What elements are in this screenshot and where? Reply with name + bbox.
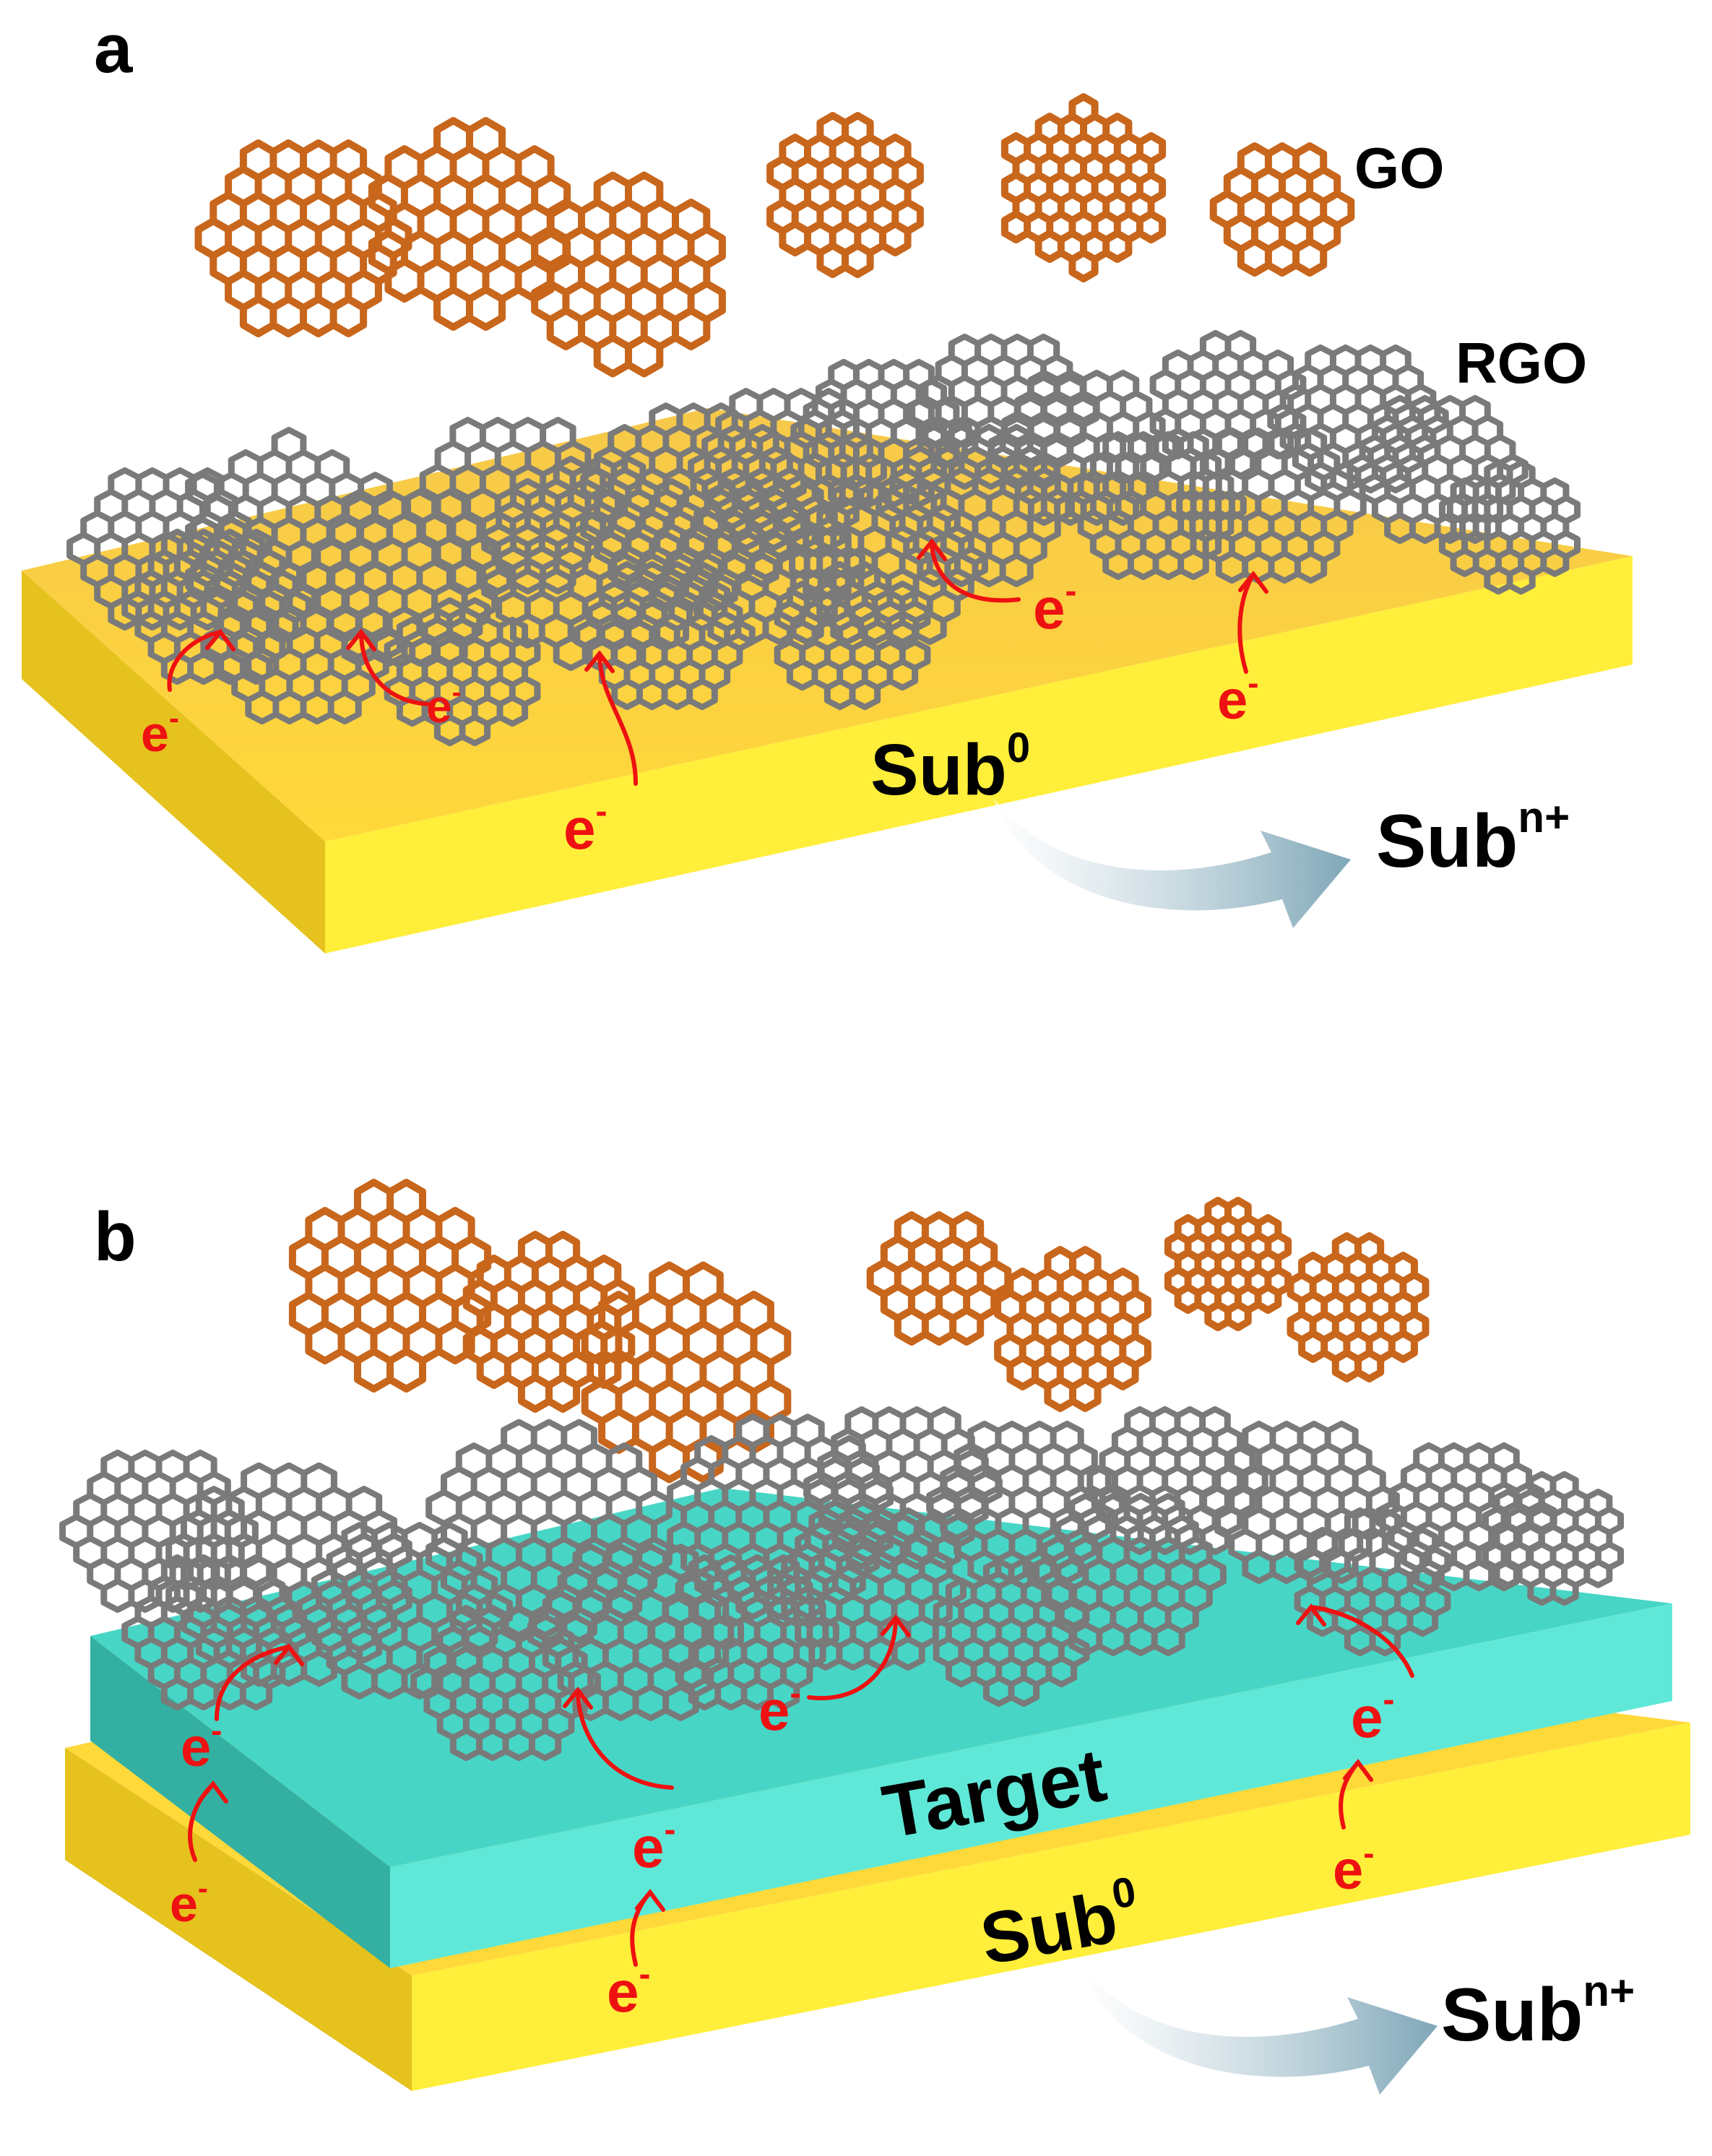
electron-arrow: e-	[563, 650, 638, 861]
rgo-flake	[790, 358, 972, 508]
electron-label: e-	[607, 1955, 650, 2024]
electron-arrows-a: e-e-e-e-e-	[141, 538, 1268, 861]
rgo-flake	[1346, 394, 1529, 545]
rgo-flake	[1482, 1471, 1624, 1606]
substrate-a-label: Sub0	[870, 724, 1030, 810]
substrate-a-front	[325, 556, 1633, 953]
electron-label: e-	[1333, 1835, 1374, 1901]
rgo-flake	[425, 1419, 673, 1644]
electron-arrow: e-	[1296, 1603, 1414, 1749]
rgo-flake	[384, 597, 541, 747]
rgo-flake	[666, 482, 865, 645]
rgo-flake	[649, 1554, 839, 1711]
go-flakes-a	[194, 93, 1355, 378]
rgo-flake	[296, 1522, 513, 1700]
electron-arrow: e-	[917, 538, 1076, 641]
substrate-a-side	[22, 571, 325, 953]
go-label: GO	[1354, 136, 1444, 200]
electron-arrow: e-	[141, 628, 235, 763]
product-a-label: Subn+	[1376, 793, 1570, 883]
electron-label: e-	[1033, 572, 1076, 641]
panel-b: b Target Sub0 Subn+ e-e-e-e-e-e-e-	[59, 1179, 1690, 2095]
go-flake	[866, 1211, 1012, 1346]
transfer-arrow-b	[1080, 1965, 1438, 2095]
panel-a: a GO RGO Sub0 Subn+ e-e-e-e-e-	[22, 10, 1633, 953]
go-flake	[194, 139, 412, 337]
rgo-flake	[933, 1557, 1090, 1707]
go-flake	[531, 171, 726, 378]
panel-a-label: a	[94, 10, 133, 87]
rgo-flake	[405, 417, 621, 594]
rgo-flake	[121, 1554, 312, 1711]
rgo-flake	[1065, 430, 1247, 581]
electron-label: e-	[141, 701, 179, 763]
go-flake	[1209, 142, 1355, 277]
electron-arrow: e-	[181, 1643, 304, 1778]
target-b-top	[90, 1488, 1672, 1867]
go-flake	[368, 117, 571, 331]
rgo-flake	[926, 1421, 1125, 1584]
electron-label: e-	[1217, 664, 1258, 731]
substrate-b-front	[412, 1723, 1690, 2091]
electron-arrow: e-	[563, 1687, 675, 1879]
electron-label: e-	[632, 1811, 675, 1879]
go-flake	[288, 1179, 492, 1393]
electron-arrows-b: e-e-e-e-e-e-e-	[170, 1603, 1414, 2024]
go-flake	[1164, 1197, 1292, 1331]
electron-label: e-	[170, 1871, 208, 1933]
electron-arrow: e-	[607, 1889, 665, 2024]
go-flake	[994, 1246, 1151, 1412]
electron-arrow: e-	[1217, 571, 1268, 731]
rgo-layer-b	[59, 1406, 1624, 1762]
rgo-flake	[774, 560, 931, 711]
electron-label: e-	[426, 677, 461, 732]
rgo-flake	[1294, 1507, 1451, 1657]
electron-label: e-	[758, 1674, 801, 1742]
go-flake	[581, 1261, 792, 1484]
electron-arrow: e-	[346, 628, 461, 732]
go-flake	[1287, 1232, 1430, 1382]
target-b-side	[90, 1636, 390, 1968]
go-flakes-b	[288, 1179, 1430, 1484]
rgo-flake	[121, 528, 312, 685]
rgo-flake	[1176, 427, 1367, 584]
electron-arrow: e-	[1333, 1759, 1374, 1901]
target-b	[90, 1488, 1672, 1968]
rgo-layer-a	[66, 329, 1581, 747]
electron-label: e-	[563, 792, 607, 861]
substrate-b-side	[65, 1748, 412, 2091]
rgo-flake	[1439, 459, 1581, 595]
rgo-flake	[1201, 1421, 1400, 1584]
go-flake	[462, 1231, 636, 1413]
rgo-flake	[410, 1604, 601, 1762]
product-b-label: Subn+	[1441, 1967, 1635, 2057]
electron-arrow: e-	[170, 1780, 228, 1933]
electron-arrow: e-	[758, 1614, 911, 1742]
target-b-front	[390, 1603, 1672, 1968]
panel-b-label: b	[94, 1198, 137, 1276]
electron-label: e-	[181, 1712, 222, 1778]
go-flake	[1000, 93, 1167, 282]
rgo-label: RGO	[1456, 331, 1587, 395]
rgo-flake	[988, 369, 1179, 527]
rgo-flake	[59, 1450, 259, 1613]
rgo-flake	[1267, 344, 1449, 494]
go-flake	[766, 112, 924, 278]
electron-label: e-	[1351, 1681, 1394, 1749]
transfer-arrow-a	[993, 798, 1351, 928]
